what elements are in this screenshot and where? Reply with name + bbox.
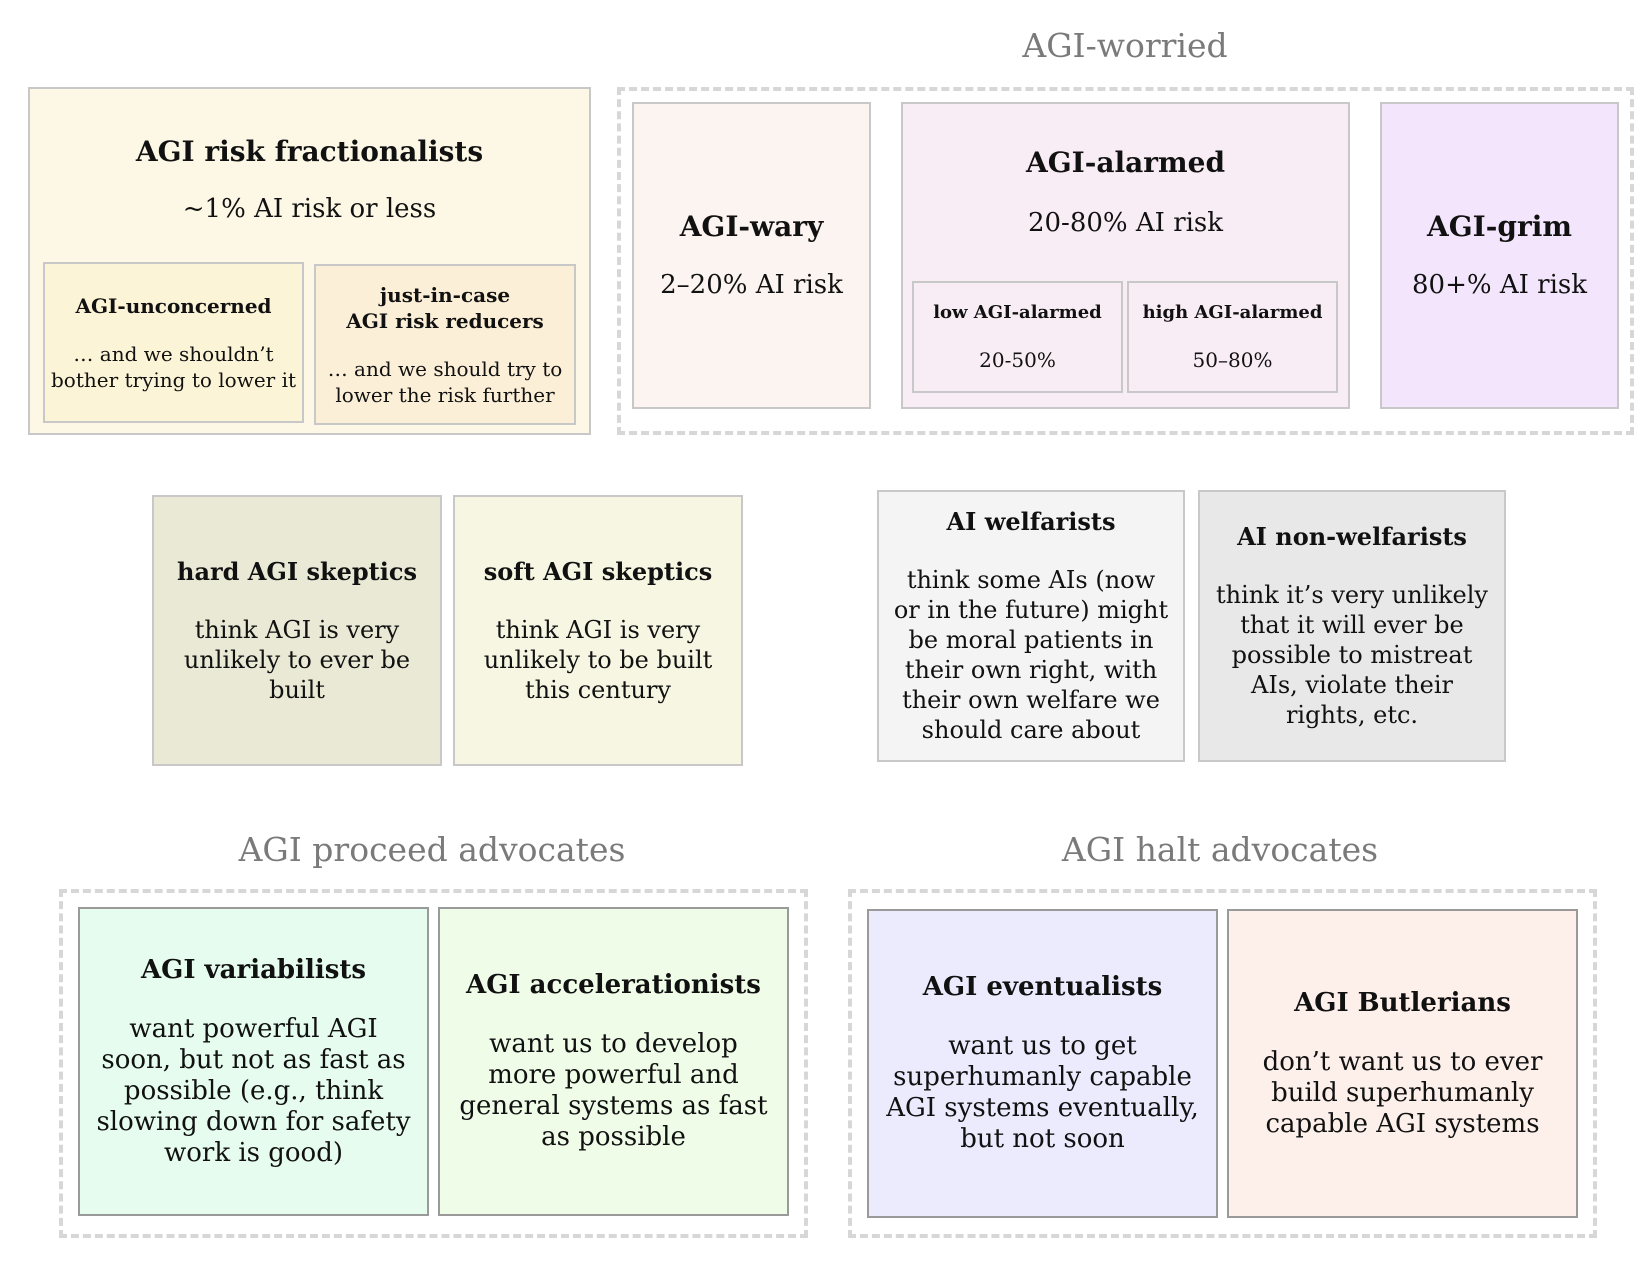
box-hard-agi-skeptics: hard AGI skeptics think AGI is very unli…: [152, 495, 442, 766]
group-agi-worried: [617, 87, 1634, 435]
box-low-agi-alarmed: low AGI-alarmed 20-50%: [912, 281, 1123, 393]
grim-title: AGI-grim: [1427, 210, 1572, 243]
box-agi-unconcerned: AGI-unconcerned … and we shouldn’t bothe…: [43, 262, 304, 423]
wary-desc: 2–20% AI risk: [660, 270, 843, 300]
non-welfarists-title: AI non-welfarists: [1237, 522, 1467, 551]
grim-desc: 80+% AI risk: [1412, 270, 1587, 300]
soft-skeptics-title: soft AGI skeptics: [483, 556, 713, 586]
box-agi-butlerians: AGI Butlerians don’t want us to ever bui…: [1227, 909, 1578, 1218]
box-agi-eventualists: AGI eventualists want us to get superhum…: [867, 909, 1218, 1218]
fractionalists-subtitle: ~1% AI risk or less: [182, 194, 437, 224]
butlerians-title: AGI Butlerians: [1294, 987, 1511, 1018]
box-agi-accelerationists: AGI accelerationists want us to develop …: [438, 907, 789, 1216]
group-title-agi-worried: AGI-worried: [1022, 26, 1228, 65]
box-ai-non-welfarists: AI non-welfarists think it’s very unlike…: [1198, 490, 1506, 762]
accelerationists-title: AGI accelerationists: [466, 970, 761, 1000]
butlerians-desc: don’t want us to ever build superhumanly…: [1262, 1046, 1543, 1139]
hard-skeptics-title: hard AGI skeptics: [177, 556, 417, 586]
hard-skeptics-desc: think AGI is very unlikely to ever be bu…: [183, 615, 411, 704]
eventualists-title: AGI eventualists: [922, 972, 1163, 1002]
alarmed-title: AGI-alarmed: [1025, 146, 1226, 179]
alarmed-desc: 20-80% AI risk: [1027, 208, 1224, 238]
low-alarmed-desc: 20-50%: [979, 348, 1056, 372]
variabilists-title: AGI variabilists: [140, 954, 367, 985]
soft-skeptics-desc: think AGI is very unlikely to be built t…: [483, 615, 713, 704]
box-agi-wary: AGI-wary 2–20% AI risk: [632, 102, 871, 409]
variabilists-desc: want powerful AGI soon, but not as fast …: [96, 1013, 411, 1168]
box-agi-variabilists: AGI variabilists want powerful AGI soon,…: [78, 907, 429, 1216]
high-alarmed-title: high AGI-alarmed: [1142, 302, 1323, 323]
group-halt-advocates: [848, 889, 1597, 1238]
high-alarmed-desc: 50–80%: [1192, 348, 1273, 372]
unconcerned-title: AGI-unconcerned: [75, 293, 272, 318]
just-in-case-title: just-in-case AGI risk reducers: [346, 282, 544, 333]
unconcerned-desc: … and we shouldn’t bother trying to lowe…: [50, 341, 297, 392]
welfarists-title: AI welfarists: [946, 507, 1116, 536]
non-welfarists-desc: think it’s very unlikely that it will ev…: [1216, 581, 1488, 729]
box-ai-welfarists: AI welfarists think some AIs (now or in …: [877, 490, 1185, 762]
box-just-in-case-risk-reducers: just-in-case AGI risk reducers … and we …: [314, 264, 576, 425]
box-agi-grim: AGI-grim 80+% AI risk: [1380, 102, 1619, 409]
eventualists-desc: want us to get superhumanly capable AGI …: [886, 1031, 1199, 1154]
low-alarmed-title: low AGI-alarmed: [933, 302, 1102, 323]
accelerationists-desc: want us to develop more powerful and gen…: [459, 1029, 768, 1152]
box-soft-agi-skeptics: soft AGI skeptics think AGI is very unli…: [453, 495, 743, 766]
group-title-proceed-advocates: AGI proceed advocates: [238, 830, 626, 869]
box-high-agi-alarmed: high AGI-alarmed 50–80%: [1127, 281, 1338, 393]
welfarists-desc: think some AIs (now or in the future) mi…: [893, 566, 1169, 744]
wary-title: AGI-wary: [679, 210, 824, 243]
just-in-case-desc: … and we should try to lower the risk fu…: [327, 356, 563, 407]
fractionalists-title: AGI risk fractionalists: [135, 135, 484, 168]
group-proceed-advocates: [59, 889, 808, 1238]
group-title-halt-advocates: AGI halt advocates: [1061, 830, 1379, 869]
